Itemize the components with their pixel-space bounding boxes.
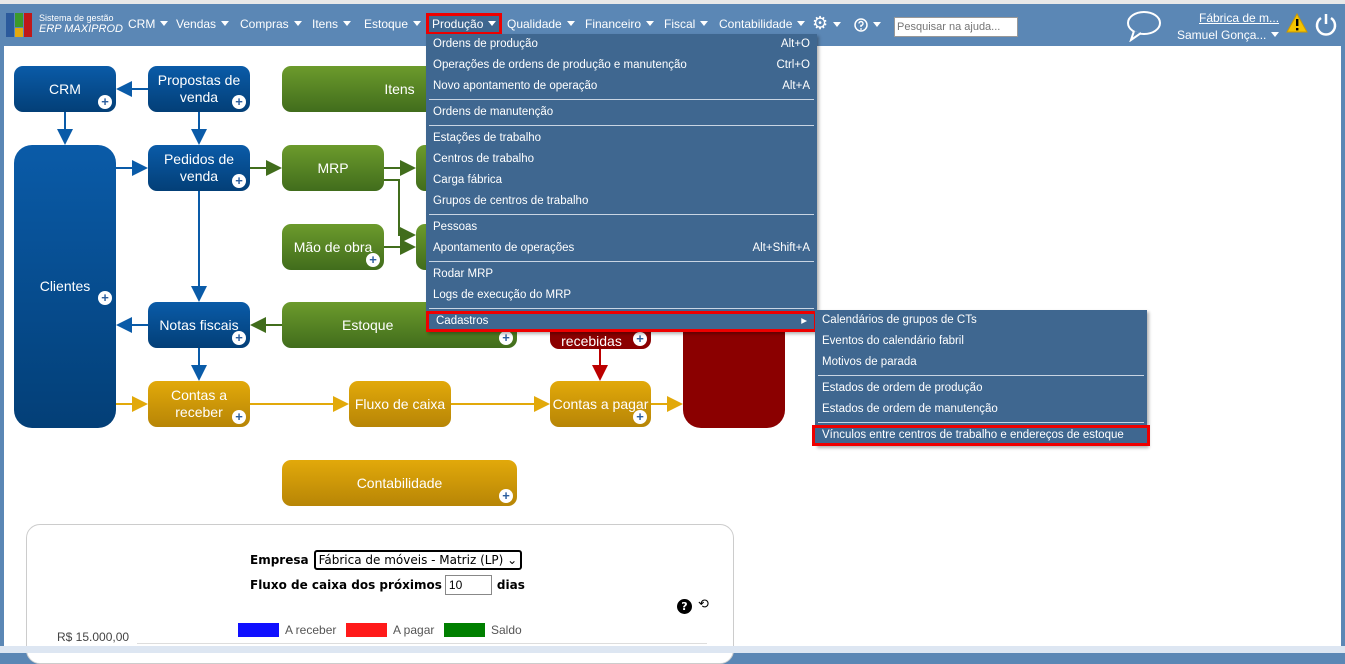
help-icon[interactable] <box>854 17 881 36</box>
plus-icon[interactable]: + <box>633 332 647 346</box>
chevron-right-icon: ▸ <box>801 315 807 327</box>
box-crm[interactable]: CRM+ <box>14 66 116 112</box>
empresa-select[interactable]: Fábrica de móveis - Matriz (LP) ⌄ <box>313 550 523 570</box>
empresa-label: Empresa <box>250 553 309 567</box>
nav-financeiro[interactable]: Financeiro <box>583 16 656 32</box>
plus-icon[interactable]: + <box>232 174 246 188</box>
power-icon[interactable] <box>1314 12 1338 40</box>
box-fluxo-caixa[interactable]: Fluxo de caixa <box>349 381 451 427</box>
submenu-item-vinculos[interactable]: Vínculos entre centros de trabalho e end… <box>812 425 1150 446</box>
plus-icon[interactable]: + <box>232 95 246 109</box>
company-link[interactable]: Fábrica de m... <box>1199 11 1280 25</box>
help-search-input[interactable] <box>894 17 1018 37</box>
box-propostas[interactable]: Propostas de venda+ <box>148 66 250 112</box>
menu-item[interactable]: Ordens de manutenção <box>433 106 554 118</box>
y-tick: R$ 15.000,00 <box>57 630 130 644</box>
plus-icon[interactable]: + <box>98 95 112 109</box>
submenu-item[interactable]: Estados de ordem de produção <box>822 382 983 394</box>
chat-icon[interactable] <box>1125 10 1163 46</box>
refresh-icon[interactable]: ⟲ <box>698 597 709 612</box>
box-mao-obra[interactable]: Mão de obra+ <box>282 224 384 270</box>
menu-item[interactable]: Estações de trabalho <box>433 132 542 144</box>
menu-item[interactable]: Pessoas <box>433 221 478 233</box>
nav-crm[interactable]: CRM <box>126 16 170 32</box>
user-menu[interactable]: Samuel Gonça... <box>1177 28 1280 42</box>
nav-qualidade[interactable]: Qualidade <box>505 16 577 32</box>
menu-item[interactable]: Operações de ordens de produção e manute… <box>433 59 810 71</box>
box-notas[interactable]: Notas fiscais+ <box>148 302 250 348</box>
box-clientes[interactable]: Clientes+ <box>14 145 116 428</box>
menu-item[interactable]: Grupos de centros de trabalho <box>433 195 589 207</box>
nav-fiscal[interactable]: Fiscal <box>662 16 710 32</box>
menu-item[interactable]: Centros de trabalho <box>433 153 535 165</box>
submenu-item[interactable]: Eventos do calendário fabril <box>822 335 964 347</box>
legend-saldo: Saldo <box>444 623 522 637</box>
warning-icon[interactable] <box>1286 12 1308 37</box>
plus-icon[interactable]: + <box>499 489 513 503</box>
nav-vendas[interactable]: Vendas <box>174 16 231 32</box>
cadastros-submenu: Calendários de grupos de CTs Eventos do … <box>812 310 1150 446</box>
nav-producao[interactable]: Produção <box>426 13 503 35</box>
help-icon[interactable]: ? <box>677 599 692 614</box>
box-contas-pagar[interactable]: Contas a pagar+ <box>550 381 651 427</box>
box-contabilidade[interactable]: Contabilidade+ <box>282 460 517 506</box>
menu-item[interactable]: Rodar MRP <box>433 268 494 280</box>
plus-icon[interactable]: + <box>232 410 246 424</box>
plus-icon[interactable]: + <box>633 410 647 424</box>
bottom-strip <box>0 646 1345 653</box>
plus-icon[interactable]: + <box>499 331 513 345</box>
logo-icon <box>6 13 32 37</box>
fluxo-label: Fluxo de caixa dos próximos <box>250 578 442 592</box>
submenu-item[interactable]: Estados de ordem de manutenção <box>822 403 998 415</box>
menu-item[interactable]: Carga fábrica <box>433 174 503 186</box>
legend-pagar: A pagar <box>346 623 434 637</box>
box-contas-receber[interactable]: Contas a receber+ <box>148 381 250 427</box>
nav-itens[interactable]: Itens <box>310 16 353 32</box>
dias-input[interactable] <box>444 575 492 595</box>
dias-label: dias <box>496 578 525 592</box>
cashflow-panel: Empresa Fábrica de móveis - Matriz (LP) … <box>26 524 734 664</box>
plus-icon[interactable]: + <box>232 331 246 345</box>
box-mrp[interactable]: MRP <box>282 145 384 191</box>
menu-item-cadastros[interactable]: Cadastros▸ <box>426 311 817 332</box>
nav-contabilidade[interactable]: Contabilidade <box>717 16 807 32</box>
box-pedidos[interactable]: Pedidos de venda+ <box>148 145 250 191</box>
plus-icon[interactable]: + <box>98 291 112 305</box>
legend-receber: A receber <box>238 623 336 637</box>
gear-icon[interactable]: ⚙ <box>812 14 842 34</box>
plus-icon[interactable]: + <box>366 253 380 267</box>
nav-estoque[interactable]: Estoque <box>362 16 423 32</box>
menu-item[interactable]: Logs de execução do MRP <box>433 289 572 301</box>
nav-compras[interactable]: Compras <box>238 16 304 32</box>
submenu-item[interactable]: Calendários de grupos de CTs <box>822 314 977 326</box>
submenu-item[interactable]: Motivos de parada <box>822 356 917 368</box>
